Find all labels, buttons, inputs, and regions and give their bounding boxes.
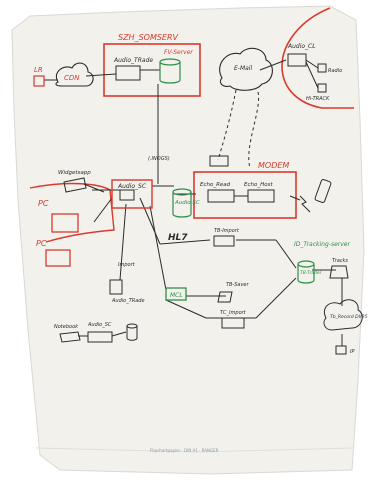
fv-server-db: FV-Server	[159, 49, 193, 84]
svg-text:Audio SC: Audio SC	[174, 200, 200, 206]
svg-text:Tb_Record DVR5: Tb_Record DVR5	[330, 314, 368, 320]
audio-sc-node: Audio_SC	[111, 179, 153, 209]
svg-text:FV-Server: FV-Server	[164, 49, 193, 56]
svg-text:Echo_Read: Echo_Read	[200, 182, 231, 188]
svg-text:Widgetsapp: Widgetsapp	[58, 170, 91, 176]
server-zone: SZH_SOMSERV	[103, 33, 201, 97]
paper-footer: Flipchartpapier · DIN A1 · RANGER	[150, 448, 219, 453]
svg-text:Audio_TRade: Audio_TRade	[111, 298, 145, 304]
cdn-cloud: CDN	[55, 62, 94, 87]
mcl-node: MCL	[165, 287, 187, 301]
svg-text:Tracks: Tracks	[332, 258, 348, 264]
pc-top: PC	[38, 199, 79, 233]
svg-text:Notebook: Notebook	[54, 324, 79, 330]
svg-text:CDN: CDN	[64, 74, 80, 82]
svg-text:PC: PC	[36, 239, 47, 248]
svg-text:PC: PC	[38, 199, 49, 208]
connections	[44, 59, 343, 346]
hl7-label: HL7	[168, 233, 188, 243]
svg-text:TC_Import: TC_Import	[220, 310, 247, 316]
svg-text:Audio_SC: Audio_SC	[87, 322, 112, 328]
notebook-node: Notebook	[54, 324, 81, 343]
id-zone-label: ID_Tracking-server	[294, 241, 350, 248]
svg-text:Audio_CL: Audio_CL	[287, 43, 316, 50]
phone-icon	[314, 179, 332, 203]
tb-import-small-node: TB-Import	[213, 228, 240, 247]
tb-saver-node: TB-Saver	[217, 282, 249, 303]
svg-text:Radio: Radio	[328, 68, 342, 74]
pc-bottom: PC	[36, 239, 71, 267]
modem-zone: MODEM	[193, 161, 297, 219]
svg-text:Hi-TRACK: Hi-TRACK	[306, 96, 330, 102]
right-zone-arc	[281, 7, 354, 109]
audio-sc-bottom-node: Audio_SC	[87, 322, 113, 343]
svg-text:TB-Saver: TB-Saver	[226, 282, 249, 288]
svg-text:TB-Import: TB-Import	[214, 228, 240, 234]
cloud-label: (.INOGS)	[148, 156, 170, 162]
svg-text:E-Mail: E-Mail	[234, 65, 252, 72]
modem-zone-label: MODEM	[258, 161, 289, 170]
import-node: Import Audio_TRade	[109, 262, 145, 304]
svg-text:IP: IP	[350, 349, 355, 355]
echo-host-node: Echo_Host	[244, 182, 275, 203]
tracks-node: Tracks	[329, 258, 349, 279]
server-zone-label: SZH_SOMSERV	[118, 33, 179, 42]
ip-node: IP	[335, 345, 355, 355]
dashed-links	[217, 89, 260, 169]
svg-text:Audio_TRade: Audio_TRade	[113, 57, 153, 64]
email-cloud: E-Mail	[219, 47, 273, 91]
lr-node: LR	[33, 66, 45, 87]
widgetsapp-node: Widgetsapp	[58, 170, 91, 193]
lightning-icon	[299, 195, 311, 213]
audio-trade-node: Audio_TRade	[113, 57, 153, 81]
audio-cl-node: Audio_CL Radio Hi-TRACK	[287, 43, 342, 102]
tb-record-cloud: Tb_Record DVR5	[323, 299, 368, 331]
svg-text:Import: Import	[118, 262, 136, 268]
audio-sc-db: Audio SC	[172, 188, 200, 218]
echo-read-node: Echo_Read	[200, 182, 235, 203]
bottom-db	[126, 323, 138, 341]
svg-text:Echo_Host: Echo_Host	[244, 182, 273, 188]
tb-trader-db: TB-Trader ID_Tracking-server	[294, 241, 350, 284]
tb-export-node: TC_Import	[220, 310, 247, 329]
modem-top-box	[209, 155, 229, 167]
svg-text:TB-Trader: TB-Trader	[300, 270, 323, 276]
paper-sheet	[11, 5, 365, 475]
svg-text:MCL: MCL	[170, 292, 183, 299]
svg-text:Audio_SC: Audio_SC	[117, 183, 147, 190]
svg-text:LR: LR	[34, 66, 43, 74]
